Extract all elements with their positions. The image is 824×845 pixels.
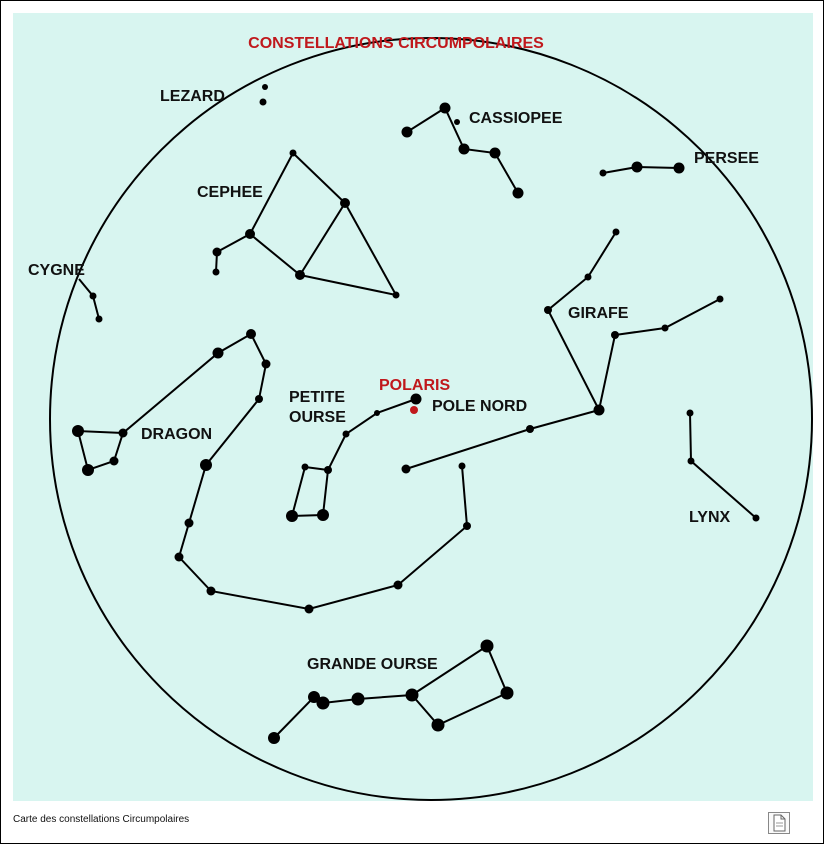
document-icon <box>773 814 786 832</box>
label-grande-ourse: GRANDE OURSE <box>307 656 438 673</box>
label-cephee: CEPHEE <box>197 184 263 201</box>
horizon-circle <box>49 37 813 801</box>
label-polaris: POLARIS <box>379 377 450 394</box>
document-button[interactable] <box>768 812 790 834</box>
constellation-girafe <box>544 228 724 416</box>
constellation-lynx <box>686 409 760 522</box>
constellation-cygne <box>78 278 103 323</box>
constellation-lezard <box>259 84 268 106</box>
figure-caption: Carte des constellations Circumpolaires <box>13 814 190 825</box>
label-lezard: LEZARD <box>160 88 225 105</box>
label-pole-nord: POLE NORD <box>432 398 527 415</box>
pole-to-girafe-line <box>401 409 600 474</box>
constellation-grande-ourse <box>268 639 514 744</box>
label-persee: PERSEE <box>694 150 759 167</box>
label-lynx: LYNX <box>689 509 731 526</box>
constellation-persee <box>599 161 685 177</box>
label-ourse: OURSE <box>289 409 346 426</box>
label-petite: PETITE <box>289 389 345 406</box>
constellation-cassiopee <box>401 102 524 199</box>
constellation-cephee <box>212 149 400 299</box>
constellation-dragon <box>72 329 471 614</box>
label-girafe: GIRAFE <box>568 305 629 322</box>
map-title: CONSTELLATIONS CIRCUMPOLAIRES <box>248 35 544 52</box>
label-cygne: CYGNE <box>28 262 85 279</box>
pole-nord-marker <box>410 406 418 414</box>
label-dragon: DRAGON <box>141 426 212 443</box>
constellation-petite-ourse <box>286 393 422 522</box>
label-cassiopee: CASSIOPEE <box>469 110 563 127</box>
